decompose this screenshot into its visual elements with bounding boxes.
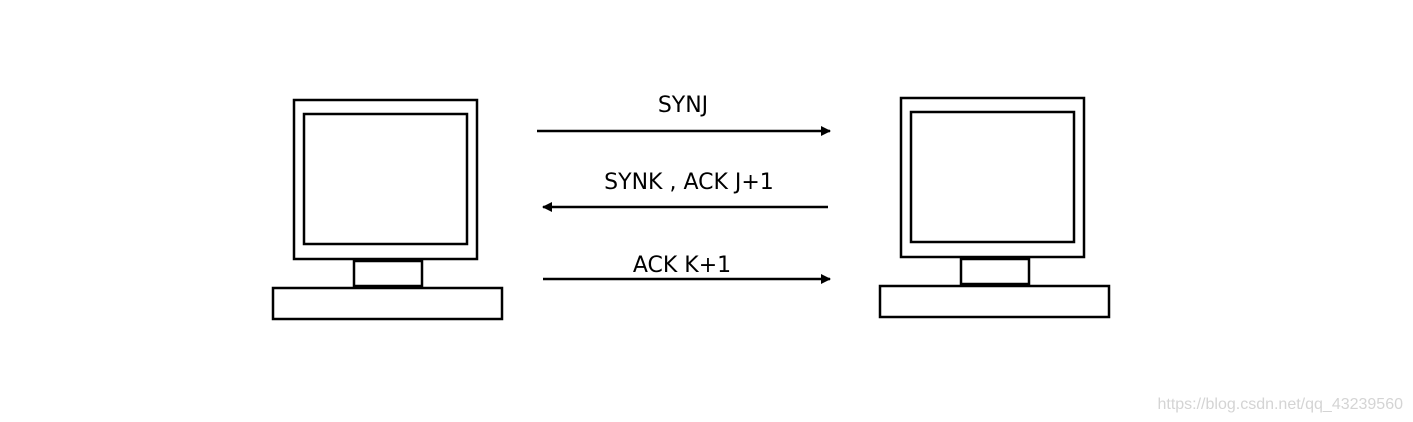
left-monitor-stand (352, 259, 424, 288)
right-monitor-outer (899, 96, 1086, 259)
left-computer-base (271, 286, 504, 321)
right-monitor-stand (959, 257, 1031, 286)
right-computer-icon (878, 96, 1111, 319)
left-computer-icon (271, 98, 504, 321)
message-1-label: SYNJ (658, 93, 708, 118)
watermark: https://blog.csdn.net/qq_43239560 (1157, 396, 1403, 413)
right-monitor-screen (909, 110, 1076, 244)
right-computer-base (878, 284, 1111, 319)
message-2-label: SYNK , ACK J+1 (604, 170, 774, 195)
left-monitor-outer (292, 98, 479, 261)
message-3-label: ACK K+1 (633, 253, 731, 278)
left-monitor-screen (302, 112, 469, 246)
